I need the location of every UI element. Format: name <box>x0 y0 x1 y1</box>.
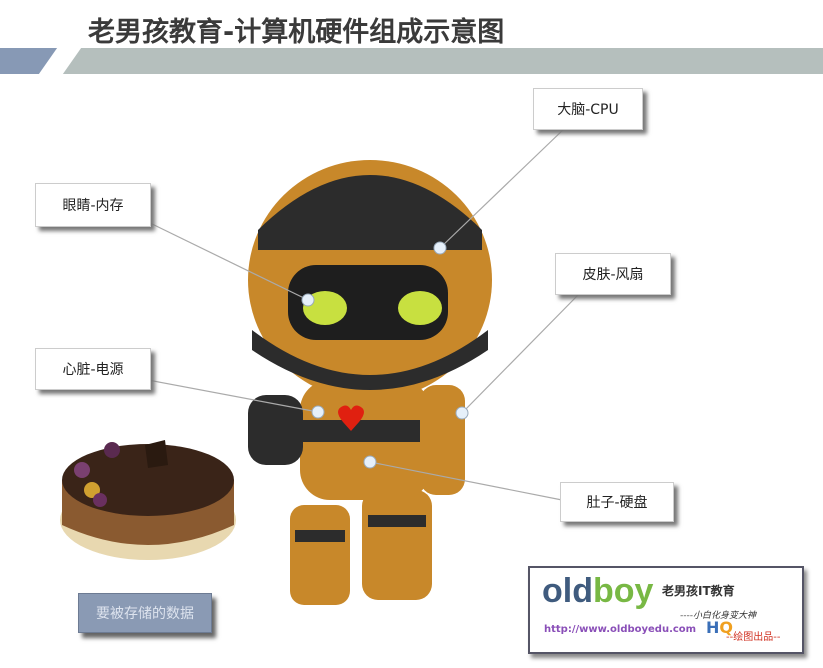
oldboy-logo: oldboy 老男孩IT教育 ----小白化身变大神 http://www.ol… <box>528 566 804 654</box>
hq-h: H <box>706 618 720 637</box>
robot <box>248 160 492 605</box>
label-cpu: 大脑-CPU <box>533 88 643 130</box>
logo-cn-name: 老男孩IT教育 <box>662 584 735 598</box>
label-disk: 肚子-硬盘 <box>560 482 674 522</box>
logo-brand: oldboy <box>542 572 653 611</box>
data-to-store-box: 要被存储的数据 <box>78 593 212 633</box>
heart-icon <box>338 405 364 431</box>
label-fan: 皮肤-风扇 <box>555 253 671 295</box>
logo-slogan: ----小白化身变大神 <box>680 611 756 621</box>
label-power: 心脏-电源 <box>35 348 151 390</box>
logo-made-by: --绘图出品-- <box>726 632 781 643</box>
hq-icon: HQ <box>706 618 733 637</box>
logo-url-link[interactable]: http://www.oldboyedu.com <box>544 624 697 635</box>
page-title: 老男孩教育-计算机硬件组成示意图 <box>88 17 505 48</box>
marker-dots <box>301 241 469 469</box>
hq-q: Q <box>719 618 733 637</box>
leader-lines <box>147 127 581 501</box>
cake-image <box>60 440 236 560</box>
label-memory: 眼睛-内存 <box>35 183 151 227</box>
logo-brand-old: old <box>542 572 593 610</box>
logo-brand-boy: boy <box>592 572 654 610</box>
